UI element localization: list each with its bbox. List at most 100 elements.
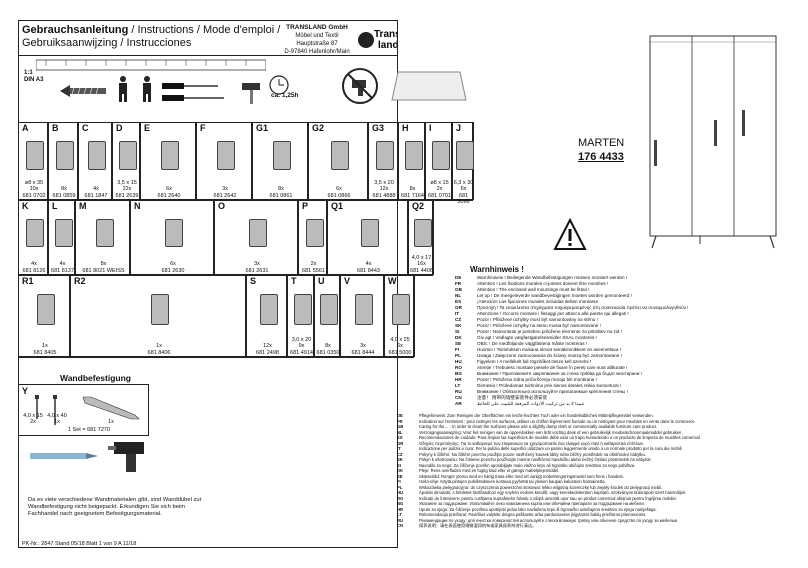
part-caption: 681 8443 <box>357 267 380 274</box>
part-letter: E <box>144 123 151 133</box>
part-caption: 681 8137 <box>51 267 74 274</box>
part-caption: 9x <box>298 343 305 349</box>
part-letter: K <box>22 201 29 211</box>
part-icon <box>95 219 114 248</box>
drill-bit-icon <box>30 453 98 459</box>
part-icon <box>88 141 106 171</box>
row2-right-edge <box>433 200 434 275</box>
part-caption: 3x <box>222 186 228 192</box>
wall-mounting-title: Wandbefestigung <box>60 373 131 383</box>
drill-icon <box>108 442 144 472</box>
screw-icon <box>60 85 106 97</box>
product-title: MARTEN 176 4433 <box>578 137 625 163</box>
part-icon <box>431 141 450 171</box>
wall-mounting-note: Da es viele verschiedene Wandmaterialen … <box>28 497 202 518</box>
ruler <box>36 59 266 71</box>
part-caption: 4x <box>93 186 99 192</box>
part-icon <box>56 141 74 171</box>
wall-set-cell: Y 4,0 x 15 2x 4,0 x 40 1x 1x 1 Set = 681… <box>18 384 149 436</box>
screwdrivers-icon <box>162 83 224 101</box>
part-icon <box>37 294 55 325</box>
part-letter: P <box>302 201 309 211</box>
part-caption: 1x <box>156 343 162 349</box>
part-letter: J <box>456 123 462 133</box>
part-letter: A <box>22 123 29 133</box>
part-letter: R2 <box>74 276 86 286</box>
part-caption: 8x <box>325 343 331 349</box>
part-icon <box>392 294 410 325</box>
part-caption: 681 8405 <box>33 349 57 356</box>
part-caption: ø8 x 15 <box>430 179 449 186</box>
hammer-icon <box>242 83 260 104</box>
document-title: Gebrauchsanleitung / Instructions / Mode… <box>22 24 281 49</box>
part-caption: 2x <box>436 186 443 192</box>
part-caption: 10x <box>29 186 39 192</box>
board-icon <box>391 71 467 101</box>
part-caption: 681 8444 <box>351 349 375 356</box>
part-caption: 681 2630 <box>161 267 185 274</box>
part-caption: 12x <box>379 186 389 192</box>
svg-text:Trans: Trans <box>374 29 397 40</box>
part-caption: 3,0 x 20 <box>291 336 312 343</box>
part-letter: O <box>218 201 226 211</box>
part-icon <box>217 141 235 171</box>
part-caption: 681 7164 <box>401 192 424 199</box>
part-caption: 681 0701 <box>428 192 451 199</box>
part-caption: 681 0702 <box>22 192 46 199</box>
two-persons-icon <box>119 76 151 102</box>
part-caption: 681 8021 WEISS <box>82 267 125 274</box>
part-caption: 2x <box>310 261 317 267</box>
part-caption: 681 0859 <box>52 192 76 199</box>
svg-text:land: land <box>378 40 397 51</box>
part-letter: H <box>402 123 409 133</box>
part-caption: 6,3 x 30 <box>453 179 474 186</box>
part-caption: 681 4914 <box>290 349 313 356</box>
part-icon <box>26 219 44 248</box>
part-caption: 12x <box>263 343 272 349</box>
part-icon <box>161 141 179 171</box>
part-caption: 4,0 x 25 <box>390 336 410 343</box>
part-letter: D <box>116 123 123 133</box>
part-caption: 3,5 x 15 <box>117 179 137 186</box>
part-caption: 681 5096 <box>457 192 470 206</box>
time-estimate: ca. 1,25h <box>271 92 299 99</box>
